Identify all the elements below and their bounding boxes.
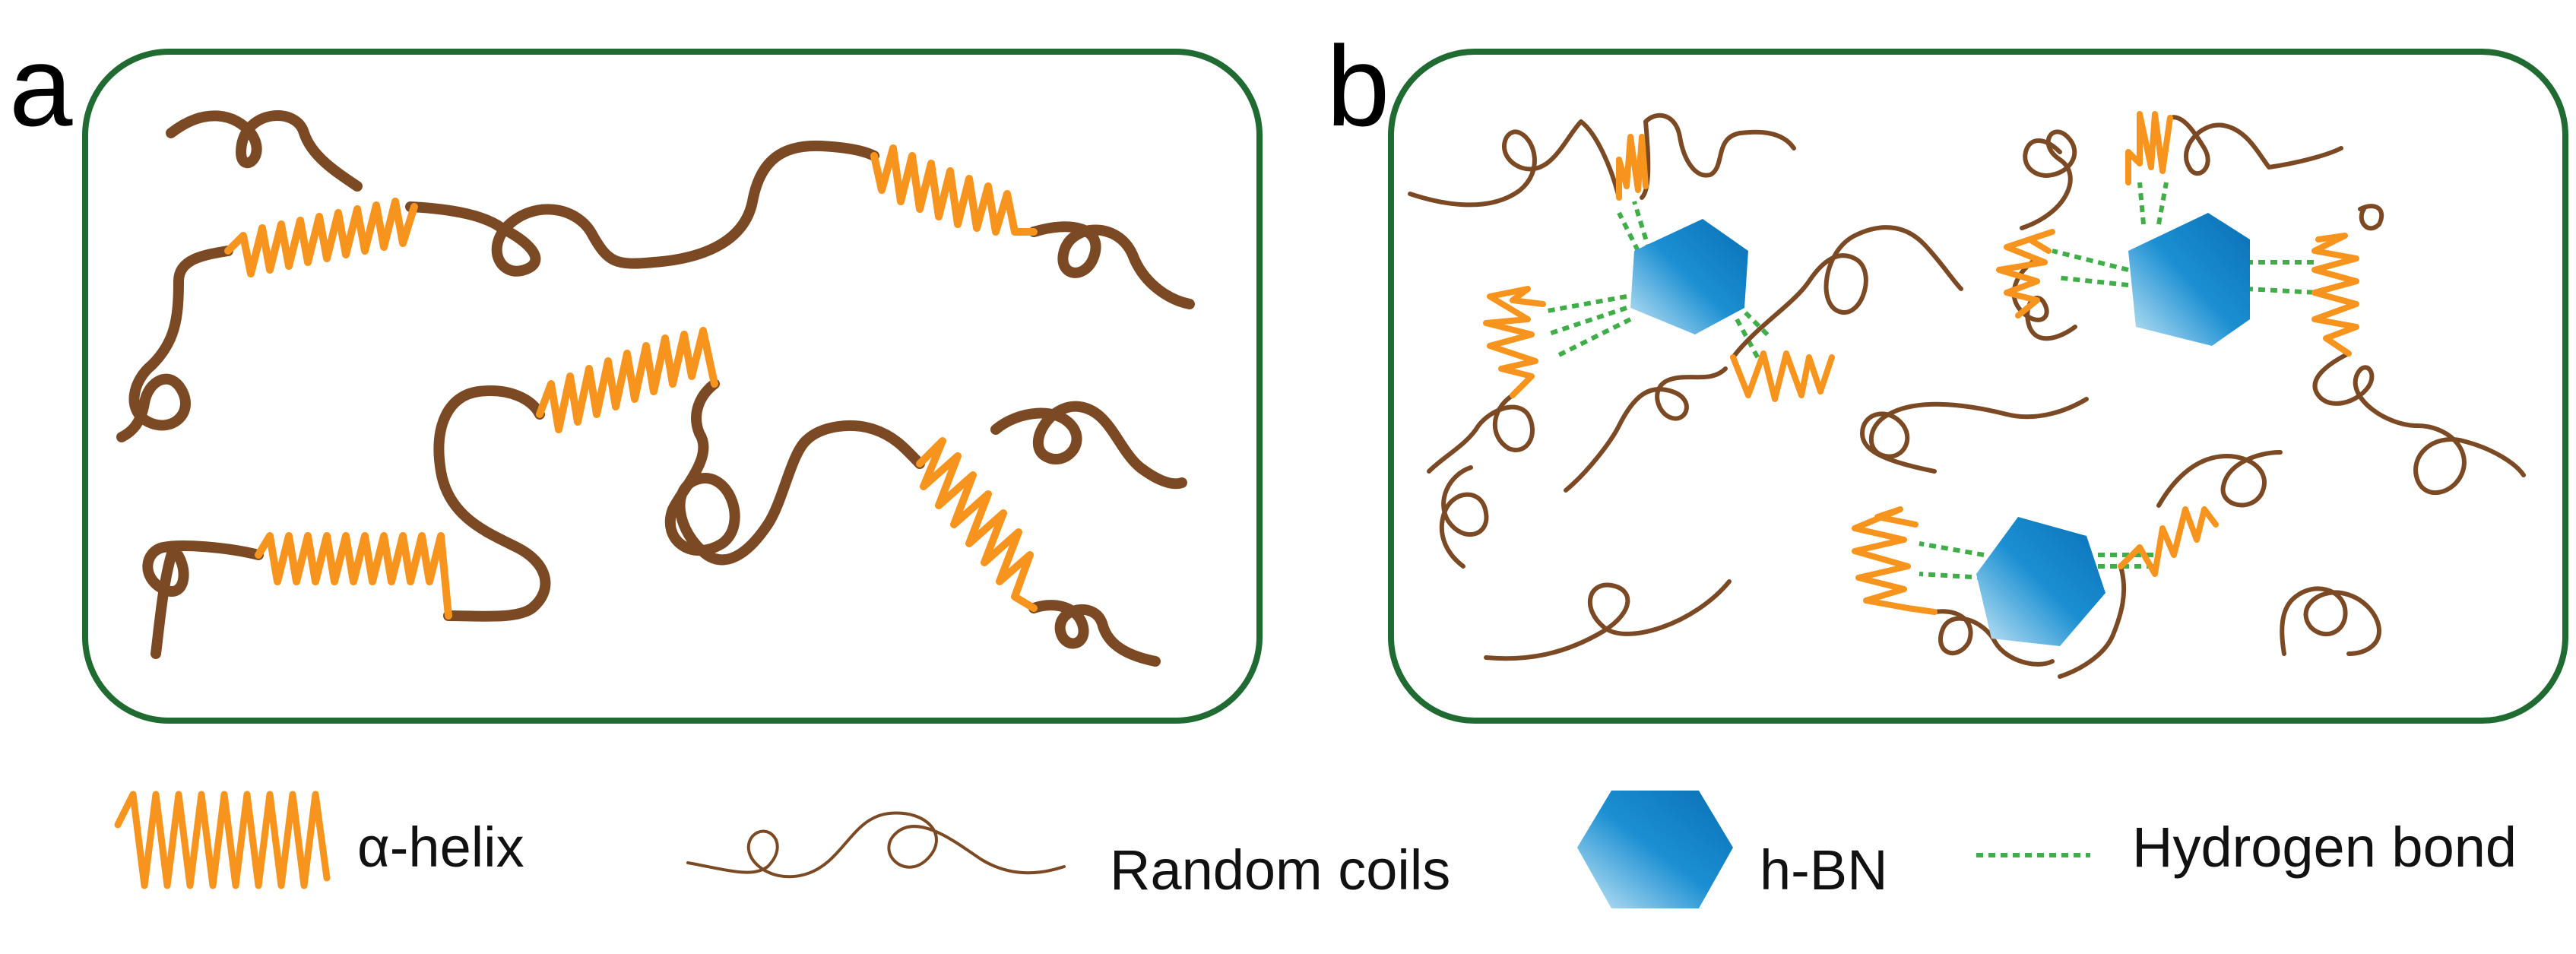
hydrogen-bond-line <box>1735 302 1773 341</box>
coil-strand <box>2020 129 2077 230</box>
alpha-helix <box>2118 506 2219 577</box>
coil-strand <box>2168 115 2343 176</box>
alpha-helix-legend-icon <box>114 791 331 889</box>
hydrogen-bond-line <box>1735 318 1762 363</box>
hbn-hexagon <box>2128 213 2250 346</box>
hydrogen-bond-line <box>1919 572 1985 580</box>
coil-strand <box>1640 113 1796 200</box>
coil-strand <box>1484 579 1732 661</box>
legend: α-helix Random coils h-BN Hydrogen bond <box>114 791 2517 908</box>
coil-strand <box>1427 393 1535 474</box>
legend-hbond-label: Hydrogen bond <box>2132 816 2517 879</box>
coil-strand <box>2312 204 2526 495</box>
alpha-helix <box>1616 134 1649 201</box>
alpha-helix <box>255 532 452 620</box>
legend-helix-label: α-helix <box>357 816 524 879</box>
alpha-helix <box>916 437 1038 612</box>
alpha-helix <box>1730 350 1835 402</box>
coil-strand <box>166 110 363 192</box>
alpha-helix <box>1483 286 1546 398</box>
panel-b-content <box>1408 111 2526 679</box>
coil-strand <box>1439 465 1489 569</box>
panel-b-frame <box>1388 49 2568 724</box>
alpha-helix <box>870 144 1038 236</box>
coil-strand <box>664 379 925 566</box>
coil-strand <box>2156 450 2283 508</box>
hydrogen-bond-line <box>1632 201 1652 252</box>
hbn-hexagon <box>1630 219 1748 334</box>
hbn-legend-icon <box>1577 791 1733 908</box>
alpha-helix <box>2125 111 2173 185</box>
alpha-helix <box>224 198 418 277</box>
coil-strand <box>1408 119 1621 208</box>
coil-strand <box>405 140 879 277</box>
alpha-helix <box>2311 233 2359 357</box>
panel-a-content <box>116 110 1195 667</box>
coil-strand <box>1028 221 1195 309</box>
hydrogen-bond-line <box>1542 294 1627 314</box>
coil-strand <box>1731 225 1963 360</box>
hbn-hexagon <box>1976 517 2105 646</box>
hydrogen-bond-line <box>1919 541 1985 557</box>
alpha-helix <box>1996 229 2055 319</box>
hydrogen-bond-line <box>1553 317 1632 360</box>
coil-strand <box>433 385 551 622</box>
alpha-helix <box>1852 506 1938 615</box>
hydrogen-bond-line <box>1546 306 1627 337</box>
panel-label-a: a <box>9 22 73 150</box>
coil-strand <box>142 540 264 659</box>
alpha-helix <box>536 327 718 433</box>
coil-strand <box>2280 586 2381 656</box>
coil-strand <box>1028 600 1161 667</box>
panel-label-b: b <box>1326 22 1389 150</box>
coil-strand <box>1932 564 2127 679</box>
coil-strand <box>116 246 233 442</box>
legend-hbn-label: h-BN <box>1760 838 1888 902</box>
hydrogen-bond-line <box>2052 249 2129 272</box>
legend-coil-label: Random coils <box>1110 838 1450 902</box>
coil-strand <box>1860 397 2089 474</box>
random-coil-legend-icon <box>686 811 1066 879</box>
coil-strand <box>990 401 1187 490</box>
coil-strand <box>1564 366 1728 493</box>
